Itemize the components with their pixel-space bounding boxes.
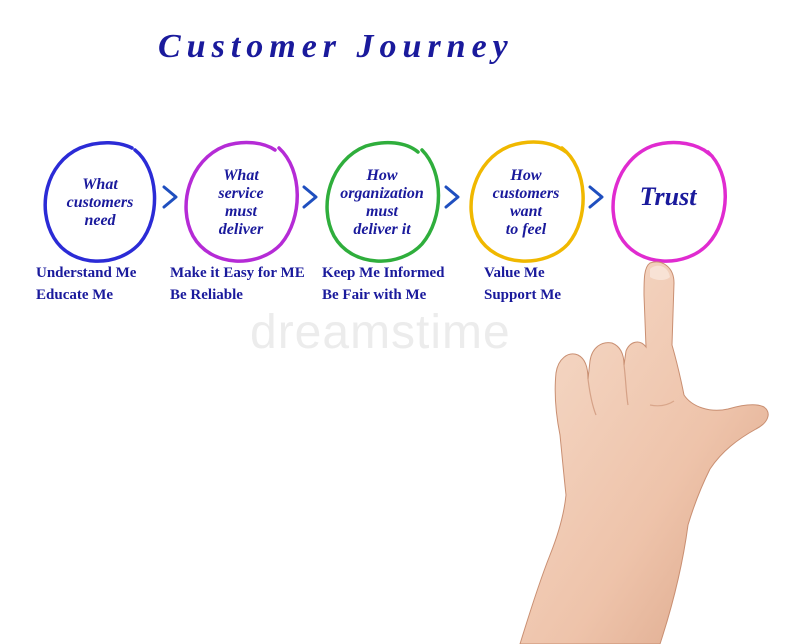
chevron-right-icon [160,183,180,211]
step-how-organization-must-deliver: How organization must deliver it [322,138,442,266]
chevron-right-icon [586,183,606,211]
caption-step-2: Make it Easy for ME Be Reliable [170,262,305,306]
step-how-customers-want-to-feel: How customers want to feel [466,138,586,266]
caption-line: Support Me [484,287,562,303]
caption-line: Keep Me Informed [322,265,445,281]
caption-line: Understand Me [36,265,137,281]
step-what-service-must-deliver: What service must deliver [181,138,301,266]
caption-line: Value Me [484,265,545,281]
caption-line: Make it Easy for ME [170,265,305,281]
caption-step-1: Understand Me Educate Me [36,262,136,306]
step-label: How customers want to feel [492,167,560,238]
step-label: Trust [639,182,697,211]
diagram-title: Customer Journey [158,28,514,65]
caption-line: Be Reliable [170,287,243,303]
step-what-customers-need: What customers need [40,138,160,266]
circle-ring-yellow [469,140,585,263]
chevron-right-icon [300,183,320,211]
circle-ring-magenta [611,140,727,263]
caption-step-4: Value Me Support Me [484,262,561,306]
chevron-right-icon [442,183,462,211]
watermark: dreamstime [250,306,511,359]
circle-ring-purple [184,140,299,263]
step-trust: Trust [608,138,728,266]
circle-ring-green [325,140,441,263]
step-label: What service must deliver [218,167,264,238]
circle-ring-blue [43,141,157,263]
caption-line: Educate Me [36,287,114,303]
step-label: What customers need [66,176,134,229]
caption-line: Be Fair with Me [322,287,427,303]
step-label: How organization must deliver it [340,167,424,238]
pointing-hand-icon [519,261,769,644]
caption-step-3: Keep Me Informed Be Fair with Me [322,262,444,306]
